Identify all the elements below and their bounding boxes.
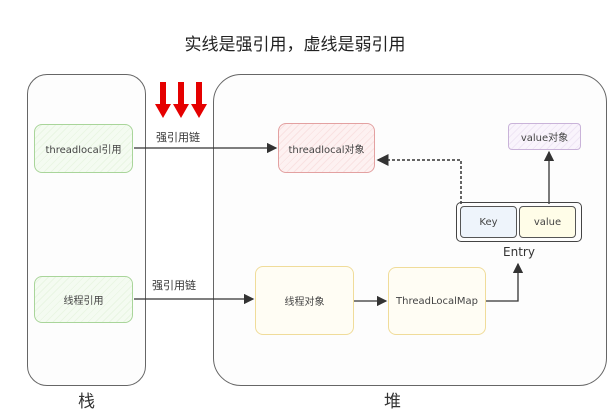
strong-chain-label: 强引用链: [152, 279, 196, 292]
threadlocal-object-node: threadlocal对象: [278, 123, 375, 173]
threadlocalmap-node: ThreadLocalMap: [388, 267, 486, 335]
red-arrows-icon: [155, 82, 207, 118]
threadlocal-ref-node: threadlocal引用: [34, 124, 133, 173]
value-object-node: value对象: [508, 123, 581, 150]
thread-object-node: 线程对象: [255, 266, 354, 335]
diagram-title: 实线是强引用，虚线是弱引用: [184, 35, 406, 55]
edge-weak-key: [376, 154, 462, 204]
thread-ref-node: 线程引用: [34, 276, 133, 323]
entry-value: value: [519, 206, 576, 238]
entry-key: Key: [460, 206, 517, 238]
entry-node: Key value: [456, 202, 582, 242]
strong-chain-label: 强引用链: [156, 131, 200, 144]
entry-label: Entry: [503, 245, 535, 259]
heap-label: 堆: [384, 392, 401, 412]
stack-label: 栈: [78, 392, 95, 412]
edge-map-entry: [486, 262, 524, 302]
